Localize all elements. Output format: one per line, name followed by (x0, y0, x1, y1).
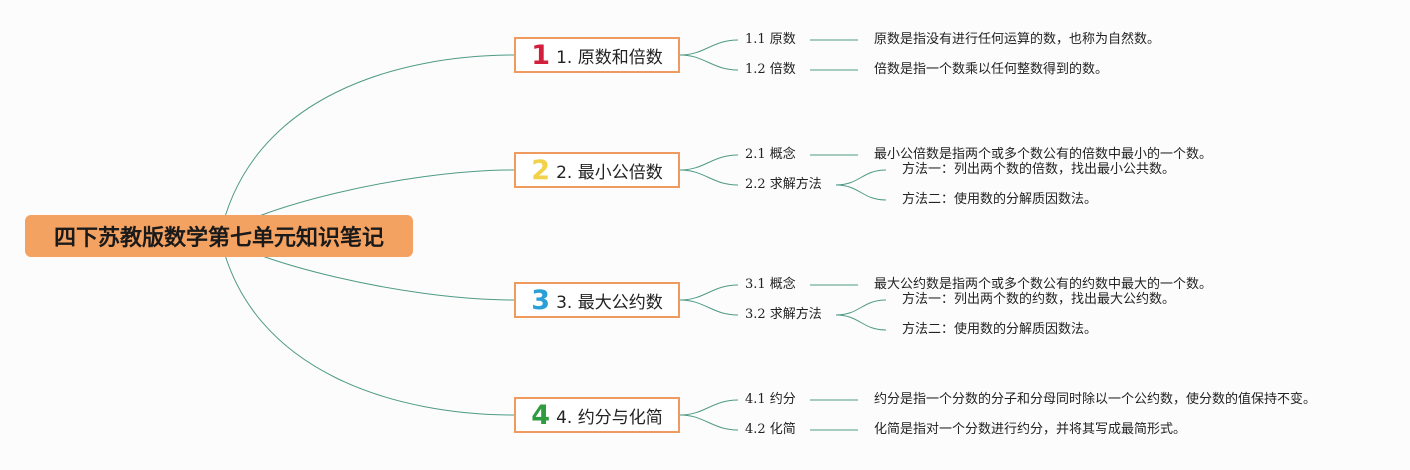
description-text: 最小公倍数是指两个或多个数公有的倍数中最小的一个数。 (874, 147, 1213, 162)
subtopic-label[interactable]: 2.2 求解方法 (745, 177, 822, 192)
method-branch-line (835, 299, 887, 316)
topic-label: 3. 最大公约数 (556, 292, 663, 313)
number-badge-icon: 2 (531, 154, 551, 186)
topic-branch-line (679, 299, 739, 316)
topic-branch-line (679, 54, 739, 71)
method-text: 方法一：列出两个数的约数，找出最大公约数。 (902, 292, 1176, 307)
topic-label: 1. 原数和倍数 (556, 47, 663, 68)
number-badge-icon: 1 (531, 39, 551, 71)
topic-branch-line (679, 169, 739, 186)
root-branch-line (219, 235, 515, 416)
topic-label: 2. 最小公倍数 (556, 162, 663, 183)
method-branch-line (835, 314, 887, 331)
topic-branch-line (679, 399, 739, 416)
description-text: 倍数是指一个数乘以任何整数得到的数。 (874, 62, 1109, 77)
subtopic-label[interactable]: 4.1 约分 (745, 392, 796, 407)
subtopic-label[interactable]: 3.2 求解方法 (745, 307, 822, 322)
method-text: 方法二：使用数的分解质因数法。 (902, 322, 1098, 337)
number-badge-icon: 3 (531, 284, 551, 316)
number-badge-icon: 4 (531, 399, 551, 431)
topic-branch-line (679, 154, 739, 171)
subtopic-label[interactable]: 2.1 概念 (745, 147, 796, 162)
topic-branch-line (679, 284, 739, 301)
subtopic-label[interactable]: 1.2 倍数 (745, 62, 796, 77)
topic-branch-line (679, 39, 739, 56)
root-node[interactable]: 四下苏教版数学第七单元知识笔记 (25, 215, 413, 257)
subtopic-label[interactable]: 4.2 化简 (745, 422, 796, 437)
method-branch-line (835, 169, 887, 186)
description-text: 约分是指一个分数的分子和分母同时除以一个公约数，使分数的值保持不变。 (874, 392, 1317, 407)
topic-branch-line (679, 414, 739, 431)
description-text: 最大公约数是指两个或多个数公有的约数中最大的一个数。 (874, 277, 1213, 292)
method-branch-line (835, 184, 887, 201)
description-text: 原数是指没有进行任何运算的数，也称为自然数。 (874, 32, 1161, 47)
topic-label: 4. 约分与化简 (556, 407, 663, 428)
description-text: 化简是指对一个分数进行约分，并将其写成最简形式。 (874, 422, 1187, 437)
subtopic-label[interactable]: 3.1 概念 (745, 277, 796, 292)
subtopic-label[interactable]: 1.1 原数 (745, 32, 796, 47)
method-text: 方法二：使用数的分解质因数法。 (902, 192, 1098, 207)
root-title: 四下苏教版数学第七单元知识笔记 (53, 226, 384, 251)
root-branch-line (219, 54, 515, 237)
method-text: 方法一：列出两个数的倍数，找出最小公共数。 (902, 162, 1176, 177)
